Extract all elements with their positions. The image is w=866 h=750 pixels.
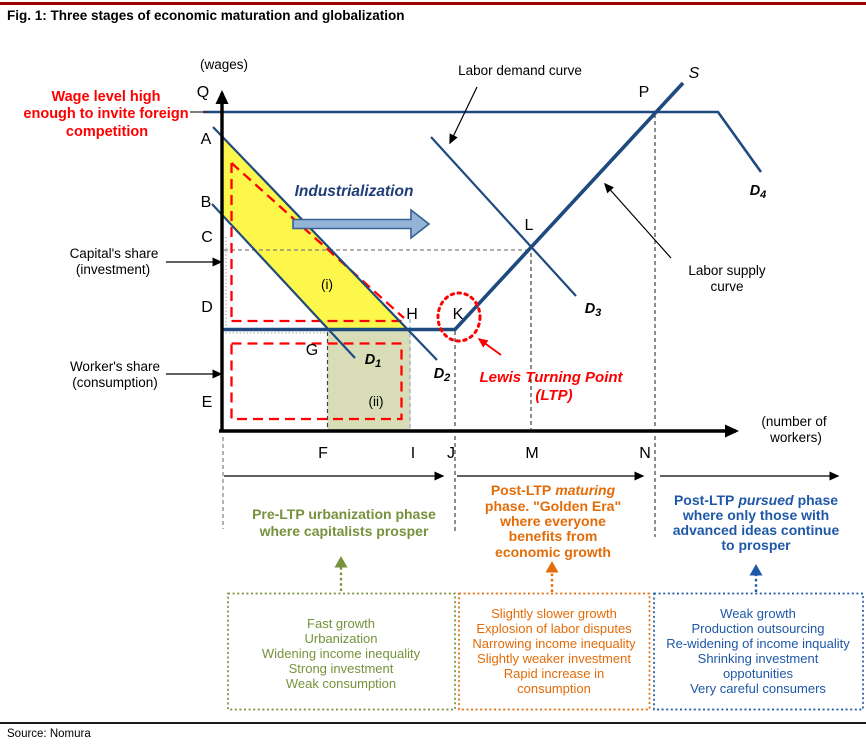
pursued-box-line4: Shrinking investment xyxy=(698,651,819,666)
worker-share-label-line2: (consumption) xyxy=(72,375,158,390)
pursued-phase-box xyxy=(653,592,864,711)
maturing-box-line2: Explosion of labor disputes xyxy=(476,621,632,636)
worker-share-label-line1: Worker's share xyxy=(70,359,160,374)
labor-supply-curve xyxy=(222,81,685,332)
maturing-phase-box xyxy=(458,592,651,711)
pursued-box-line5: oppotunities xyxy=(723,666,794,681)
point-label-D: D xyxy=(201,299,213,316)
pre-box-line5: Weak consumption xyxy=(286,676,396,691)
demand-curve-arrow xyxy=(449,86,478,145)
point-label-G: G xyxy=(306,342,318,359)
curve-label-d1: D1 xyxy=(365,352,382,370)
maturing-box-line3: Narrowing income inequality xyxy=(472,636,636,651)
point-label-C: C xyxy=(201,229,213,246)
pursued-box-arrow-head xyxy=(749,564,763,576)
wage-level-text-line1: Wage level high xyxy=(51,89,160,105)
pre-box-arrow-head xyxy=(334,556,348,568)
figure-title: Fig. 1: Three stages of economic maturat… xyxy=(7,8,405,23)
curve-label-d3: D3 xyxy=(585,301,602,319)
maturing-box-line6: consumption xyxy=(517,681,591,696)
top-rule xyxy=(0,2,866,5)
demand-curve-d3 xyxy=(430,136,577,297)
maturing-phase-text-line2: phase. "Golden Era" xyxy=(485,498,621,514)
point-label-H: H xyxy=(406,306,418,323)
x-axis-unit-line1: (number of xyxy=(761,414,827,429)
demand-curve-d2 xyxy=(212,126,438,361)
maturing-box-line1: Slightly slower growth xyxy=(491,606,617,621)
pre-box-line2: Urbanization xyxy=(305,631,378,646)
point-label-J: J xyxy=(447,445,455,462)
wage-level-text-line2: enough to invite foreign xyxy=(23,106,188,122)
point-label-I: I xyxy=(411,445,415,462)
region-ii-label: (ii) xyxy=(369,394,384,409)
pre-phase-text-line2: where capitalists prosper xyxy=(259,523,429,539)
ltp-label-line1: Lewis Turning Point xyxy=(479,369,623,386)
point-label-L: L xyxy=(525,217,534,234)
point-label-Q: Q xyxy=(197,84,209,101)
point-label-N: N xyxy=(639,445,651,462)
maturing-box-line5: Rapid increase in xyxy=(504,666,604,681)
point-label-A: A xyxy=(201,131,212,148)
foreign-wage-line-d4 xyxy=(203,110,763,173)
capital-share-red-dashed-triangle xyxy=(230,162,406,323)
wage-level-text-line3: competition xyxy=(66,124,148,140)
capital-share-label-line2: (investment) xyxy=(76,262,150,277)
source-note: Source: Nomura xyxy=(7,728,91,740)
pursued-phase-text-line4: to prosper xyxy=(721,537,791,553)
supply-curve-letter-S: S xyxy=(689,65,700,82)
point-label-K: K xyxy=(453,306,464,323)
industrialization-arrow xyxy=(292,208,431,240)
bottom-rule xyxy=(0,722,866,724)
x-axis-unit-line2: workers) xyxy=(769,430,822,445)
curve-label-d4: D4 xyxy=(750,183,767,201)
pre-box-line4: Strong investment xyxy=(289,661,394,676)
pursued-phase-text-line2: where only those with xyxy=(682,507,829,523)
capital-share-label-line1: Capital's share xyxy=(70,246,159,261)
region-i-label: (i) xyxy=(321,277,333,292)
industrialization-label: Industrialization xyxy=(295,183,414,200)
supply-curve-arrow xyxy=(604,182,672,259)
point-label-B: B xyxy=(201,194,212,211)
pre-box-line3: Widening income inequality xyxy=(262,646,421,661)
pre-phase-box xyxy=(227,592,456,711)
labor-supply-curve-label-line2: curve xyxy=(710,279,743,294)
maturing-phase-text-line3: where everyone xyxy=(499,513,606,529)
point-label-P: P xyxy=(639,84,650,101)
labor-demand-curve-label: Labor demand curve xyxy=(458,63,582,78)
point-label-F: F xyxy=(318,445,328,462)
ltp-dotted-circle xyxy=(436,291,482,343)
maturing-box-line4: Slightly weaker investment xyxy=(477,651,631,666)
point-label-E: E xyxy=(202,394,213,411)
ltp-arrow xyxy=(477,338,502,356)
labor-supply-curve-label-line1: Labor supply xyxy=(688,263,766,278)
worker-share-region-fill xyxy=(327,331,411,430)
pursued-box-line3: Re-widening of income inquality xyxy=(666,636,850,651)
pre-phase-text-line1: Pre-LTP urbanization phase xyxy=(252,506,436,522)
pre-box-line1: Fast growth xyxy=(307,616,375,631)
maturing-phase-text-line4: benefits from xyxy=(509,528,598,544)
curve-label-d2: D2 xyxy=(434,366,451,384)
maturing-box-arrow-head xyxy=(545,561,559,573)
demand-curve-d1 xyxy=(211,203,356,359)
worker-share-red-dashed-rect xyxy=(230,342,403,421)
ltp-label-line2: (LTP) xyxy=(535,387,572,404)
y-axis-unit: (wages) xyxy=(200,57,248,72)
point-label-M: M xyxy=(525,445,538,462)
pursued-box-line6: Very careful consumers xyxy=(690,681,826,696)
pursued-box-line2: Production outsourcing xyxy=(692,621,825,636)
maturing-phase-text-line5: economic growth xyxy=(495,544,611,560)
pursued-phase-text-line3: advanced ideas continue xyxy=(673,522,840,538)
pursued-box-line1: Weak growth xyxy=(720,606,796,621)
